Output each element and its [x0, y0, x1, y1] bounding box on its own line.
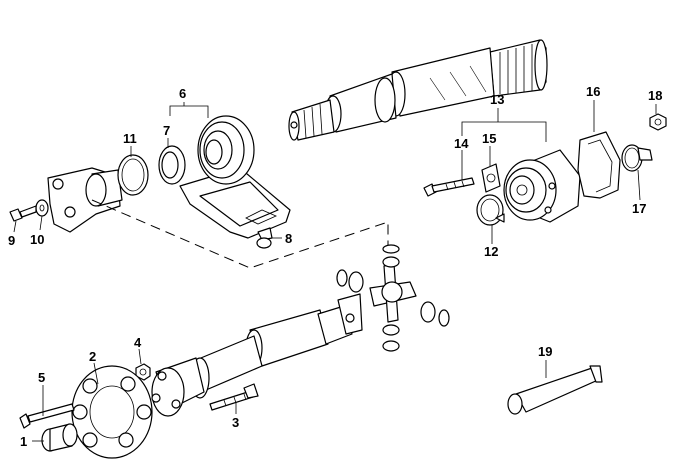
clamp-ring	[621, 144, 653, 172]
callout-16[interactable]: 16	[586, 84, 600, 99]
callout-8[interactable]: 8	[285, 231, 292, 246]
callout-10[interactable]: 10	[30, 232, 44, 247]
bearing-ring	[158, 145, 186, 185]
leader-10	[39, 215, 43, 231]
long-bolt	[423, 177, 475, 197]
callout-2[interactable]: 2	[89, 349, 96, 364]
hose-clamp	[476, 194, 505, 226]
leader-6	[169, 102, 209, 118]
washer	[35, 199, 49, 217]
coupling-bolt	[19, 403, 75, 429]
upper-propeller-shaft	[288, 39, 548, 141]
bracket-bolt	[256, 227, 273, 249]
universal-joint-cross	[336, 244, 450, 352]
center-support-bearing	[179, 115, 291, 239]
callout-11[interactable]: 11	[123, 131, 137, 146]
callout-15[interactable]: 15	[482, 131, 496, 146]
flexible-coupling-disc	[71, 365, 153, 459]
flange-bolt	[209, 383, 259, 411]
circlip-ring	[117, 154, 149, 196]
lubricant-tube	[507, 365, 603, 415]
leader-9	[13, 220, 17, 233]
centering-sleeve-assembly	[503, 149, 581, 223]
locking-plate	[481, 163, 501, 193]
nut	[649, 113, 667, 131]
leader-2	[93, 362, 99, 385]
centering-bush	[41, 423, 78, 452]
leader-13	[461, 108, 547, 142]
callout-9[interactable]: 9	[8, 233, 15, 248]
callout-1[interactable]: 1	[20, 434, 27, 449]
leader-4	[138, 348, 142, 365]
lower-propeller-shaft	[190, 293, 363, 399]
flange-yoke	[151, 357, 205, 417]
callout-19[interactable]: 19	[538, 344, 552, 359]
callout-7[interactable]: 7	[163, 123, 170, 138]
flex-disc-rubber-boot	[577, 131, 621, 199]
callout-3[interactable]: 3	[232, 415, 239, 430]
callout-4[interactable]: 4	[134, 335, 142, 350]
callout-13[interactable]: 13	[490, 92, 504, 107]
callout-17[interactable]: 17	[632, 201, 646, 216]
callout-5[interactable]: 5	[38, 370, 45, 385]
leader-17	[637, 169, 641, 201]
callout-14[interactable]: 14	[454, 136, 469, 151]
callout-12[interactable]: 12	[484, 244, 498, 259]
left-yoke-flange	[47, 167, 123, 233]
callout-6[interactable]: 6	[179, 86, 186, 101]
callout-18[interactable]: 18	[648, 88, 662, 103]
hex-bolt-small	[9, 205, 37, 222]
